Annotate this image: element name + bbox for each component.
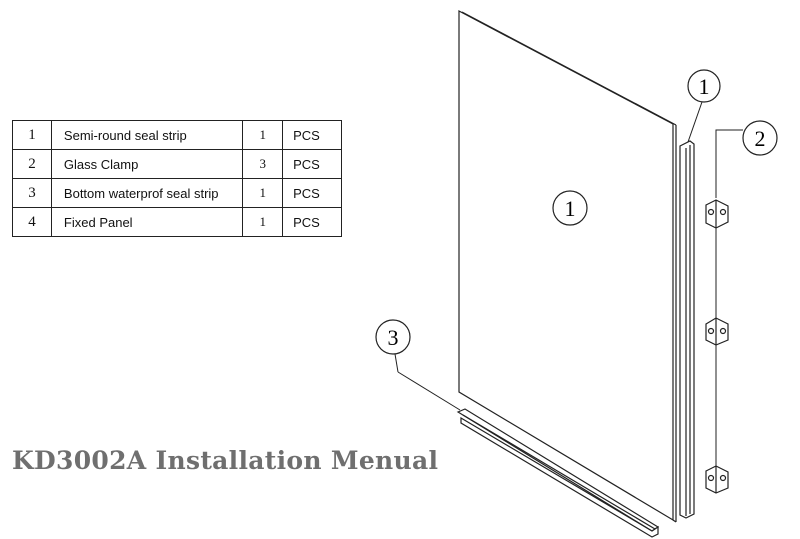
part-quantity: 3 <box>242 149 284 179</box>
callout-clamp: 2 <box>715 120 778 198</box>
table-row: 1 Semi-round seal strip 1 PCS <box>12 120 342 150</box>
part-unit: PCS <box>282 178 342 208</box>
glass-clamp-top <box>705 199 729 229</box>
callout-bottom-strip-number: 3 <box>388 325 399 350</box>
callout-clamp-number: 2 <box>755 126 766 151</box>
part-number: 4 <box>12 207 52 237</box>
part-unit: PCS <box>282 149 342 179</box>
part-name: Bottom waterprof seal strip <box>50 178 244 208</box>
semi-round-seal-strip <box>679 140 695 519</box>
glass-clamp-bottom <box>705 465 729 494</box>
callout-bottom-strip: 3 <box>375 319 461 411</box>
document-title: KD3002A Installation Menual <box>12 446 439 475</box>
callout-panel: 1 <box>552 190 588 226</box>
part-unit: PCS <box>282 120 342 150</box>
part-quantity: 1 <box>242 178 284 208</box>
callout-panel-number: 1 <box>565 196 576 221</box>
part-number: 2 <box>12 149 52 179</box>
callout-seal-strip-number: 1 <box>699 74 710 99</box>
part-quantity: 1 <box>242 120 284 150</box>
part-name: Fixed Panel <box>50 207 244 237</box>
part-name: Glass Clamp <box>50 149 244 179</box>
table-row: 2 Glass Clamp 3 PCS <box>12 149 342 179</box>
table-row: 3 Bottom waterprof seal strip 1 PCS <box>12 178 342 208</box>
table-row: 4 Fixed Panel 1 PCS <box>12 207 342 237</box>
part-number: 1 <box>12 120 52 150</box>
glass-clamp-middle <box>705 317 729 346</box>
part-unit: PCS <box>282 207 342 237</box>
parts-table: 1 Semi-round seal strip 1 PCS 2 Glass Cl… <box>12 120 342 237</box>
callout-seal-strip: 1 <box>687 69 721 143</box>
part-quantity: 1 <box>242 207 284 237</box>
fixed-glass-panel <box>458 10 677 523</box>
part-name: Semi-round seal strip <box>50 120 244 150</box>
bottom-waterproof-seal-strip <box>456 408 660 538</box>
part-number: 3 <box>12 178 52 208</box>
